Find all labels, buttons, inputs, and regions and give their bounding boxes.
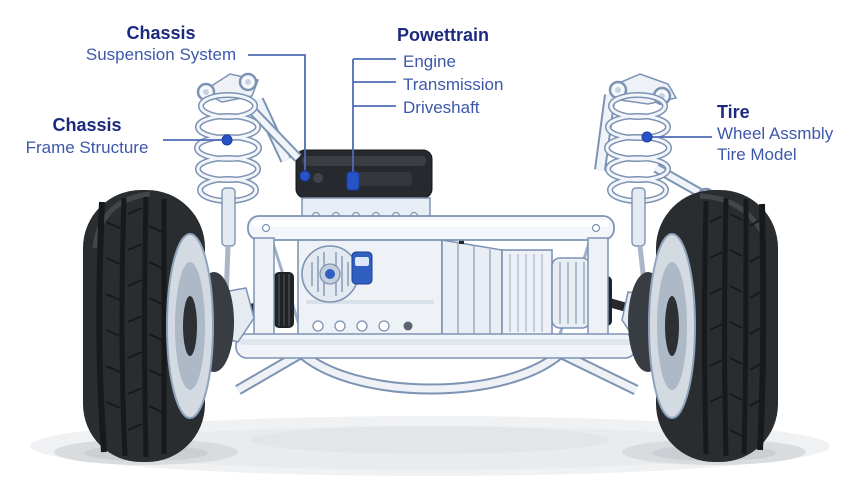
pointer-dot-suspension [299,170,311,182]
annotation-heading-chassis-frame: Chassis [52,115,122,135]
upper-frame-rail [247,215,615,241]
bell-housing [441,239,503,347]
annotation-powertrain: Powettrain Engine Transmission Driveshaf… [397,24,503,119]
annotation-label-wheel-assembly: Wheel Assmbly [717,124,834,143]
coil-spring-left [194,92,262,204]
annotation-label-engine: Engine [403,52,456,71]
annotation-heading-chassis-suspension: Chassis [126,23,196,43]
subframe [235,239,639,395]
coil-spring-right [604,92,672,204]
leader-line-powertrain [352,58,396,172]
engine [295,149,443,341]
annotation-label-transmission: Transmission [403,75,504,94]
lower-frame-rail [235,333,637,359]
annotation-heading-powertrain: Powettrain [397,25,490,45]
frame-rails [235,215,637,359]
annotation-label-suspension-system: Suspension System [85,45,237,64]
annotation-label-driveshaft: Driveshaft [403,98,480,117]
annotation-label-tire-model: Tire Model [717,145,797,164]
pointer-dot-tire [641,131,653,143]
transmission [441,223,605,347]
left-tire [83,190,214,462]
annotation-tire: Tire Wheel Assmbly Tire Model [717,101,833,165]
pointer-dot-frame [221,134,233,146]
pointer-markers [221,131,653,191]
leader-lines [163,54,712,172]
suspension-strut-right [594,73,716,339]
leader-line-suspension [248,54,306,170]
engine-mount-blue [351,251,373,285]
suspension-strut-left [194,72,302,343]
pointer-marker-powertrain [346,171,360,191]
right-tire [648,190,778,462]
annotation-label-frame-structure: Frame Structure [25,138,149,157]
annotation-heading-tire: Tire [717,102,750,122]
annotation-chassis-frame: Chassis Frame Structure [6,113,168,159]
annotation-chassis-suspension: Chassis Suspension System [78,22,244,66]
